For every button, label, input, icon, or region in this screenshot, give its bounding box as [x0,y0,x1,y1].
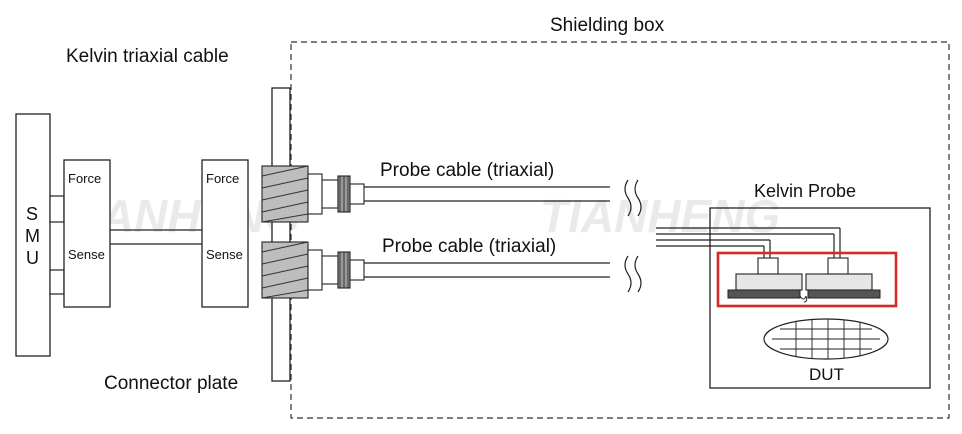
kelvin-cable-label: Kelvin triaxial cable [66,46,229,67]
probe-head-right [803,257,881,303]
smu-unit: S M U [15,113,65,357]
cable-break-bottom [624,255,642,293]
watermark-right: TIANHENG [540,190,780,242]
plate-sense-label: Sense [206,247,243,262]
connector-plate-label: Connector plate [104,373,238,394]
probe-cable-bottom-label: Probe cable (triaxial) [382,236,556,257]
dut-wafer [763,318,889,360]
kelvin-probe-label: Kelvin Probe [754,181,856,201]
plate-force-label: Force [206,171,239,186]
shielding-box-label: Shielding box [550,15,665,36]
triax-plug-bottom [307,249,365,291]
probe-head-left [727,257,807,300]
kelvin-probe-box [709,207,931,389]
connector-plate [261,87,309,382]
probe-highlight-box [716,251,898,308]
dut-label: DUT [809,365,844,384]
smu-force-label: Force [68,171,101,186]
probe-cable-top-label: Probe cable (triaxial) [380,160,554,181]
plate-terminal-block: Force Sense [201,159,249,308]
smu-letter-m: M [25,226,40,246]
smu-terminal-block: Force Sense [63,159,111,308]
cable-break-top [624,179,642,217]
shielding-box [290,41,950,419]
triax-plug-top [307,173,365,215]
smu-letter-s: S [26,204,38,224]
smu-letter-u: U [26,248,39,268]
smu-sense-label: Sense [68,247,105,262]
